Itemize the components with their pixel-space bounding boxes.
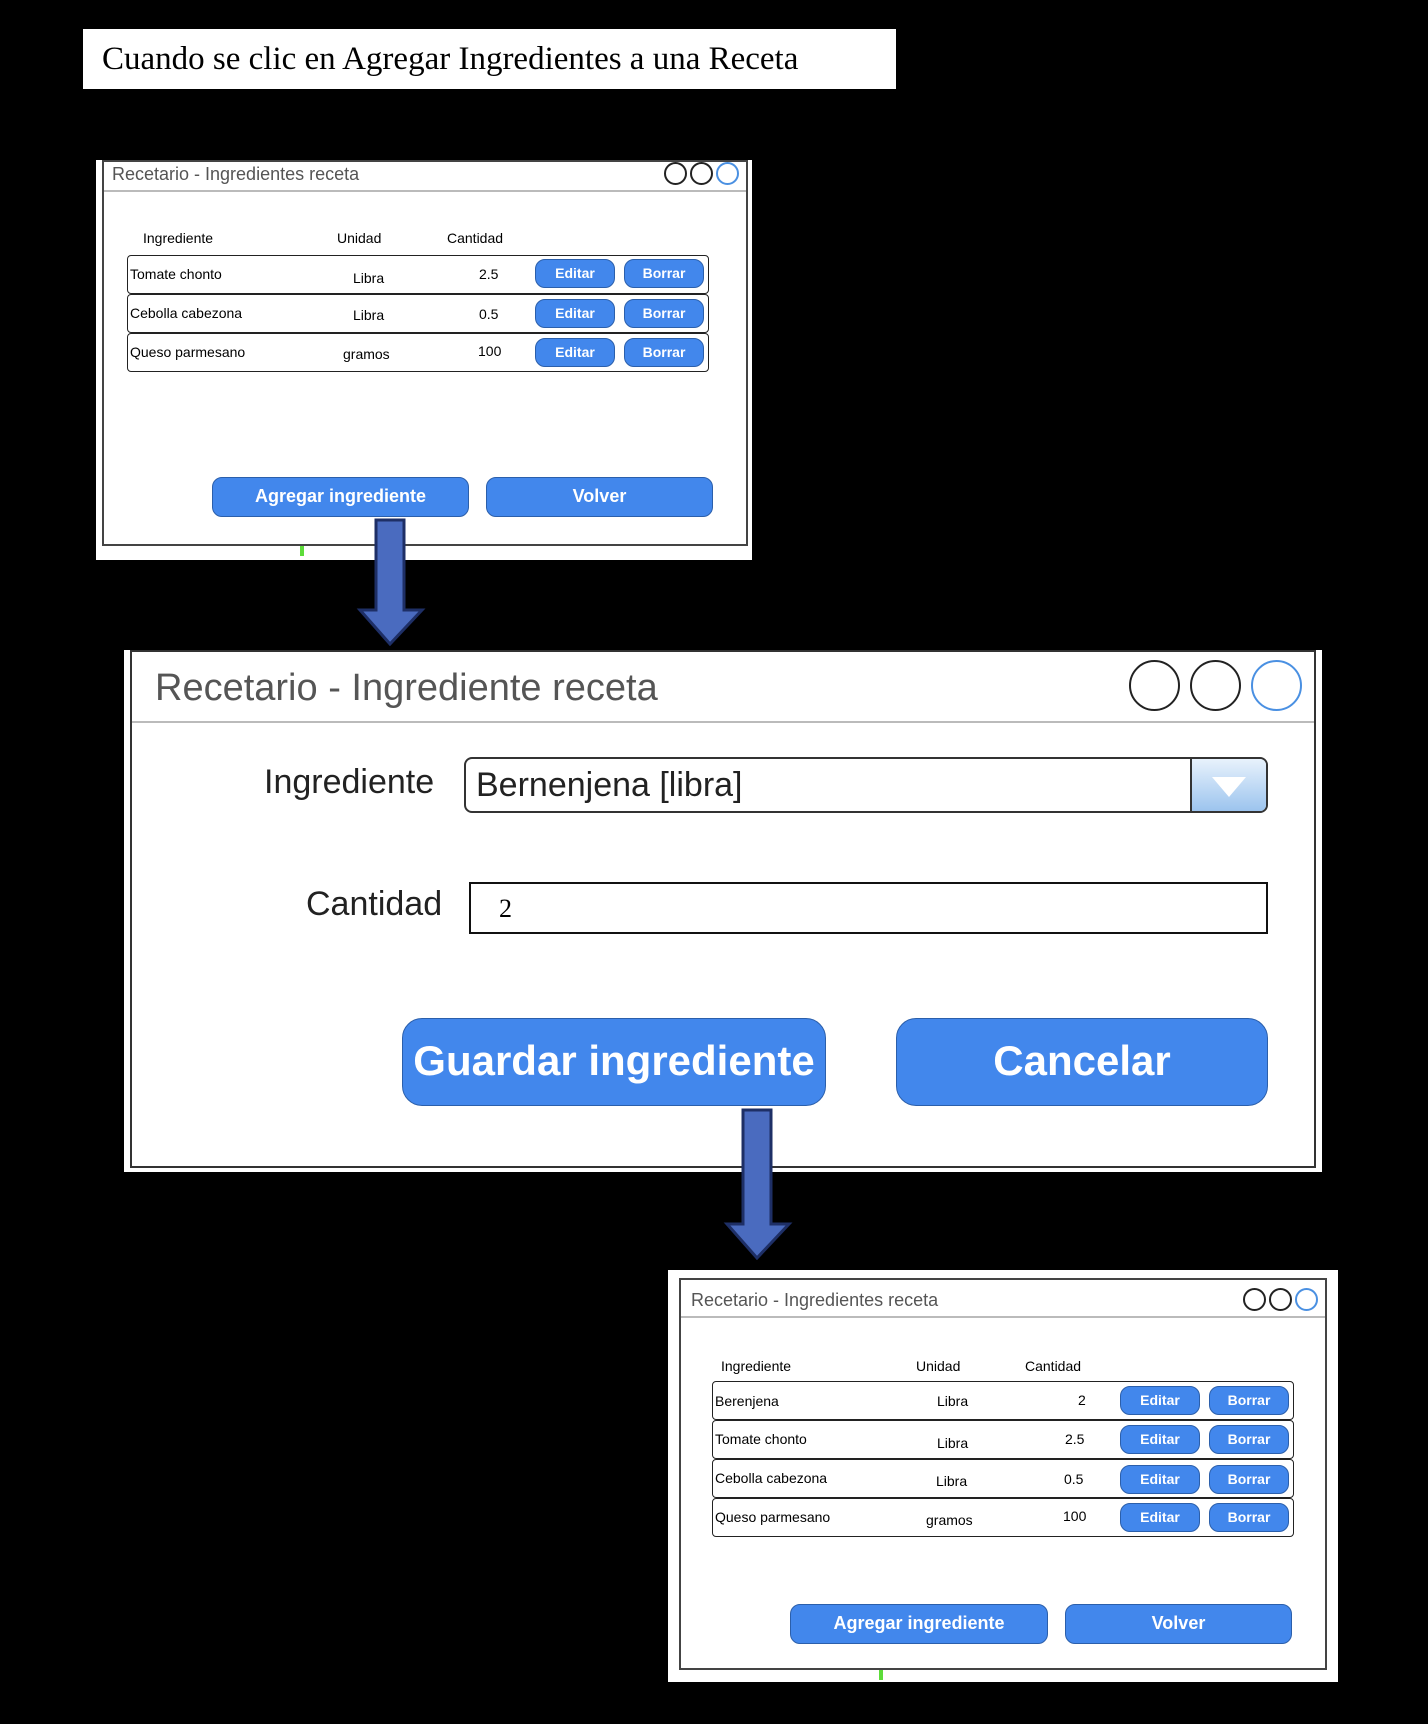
- delete-button[interactable]: Borrar: [1209, 1503, 1289, 1532]
- edit-button[interactable]: Editar: [535, 299, 615, 328]
- column-header-unidad: Unidad: [337, 230, 382, 246]
- window-title: Recetario - Ingredientes receta: [112, 164, 360, 184]
- window-frame: [102, 160, 748, 546]
- window-title: Recetario - Ingrediente receta: [155, 667, 658, 709]
- column-header-unidad: Unidad: [916, 1358, 961, 1374]
- window-control-icon[interactable]: [1251, 660, 1302, 711]
- window-control-icon[interactable]: [1190, 660, 1241, 711]
- dropdown-arrow-icon[interactable]: [1190, 759, 1266, 811]
- green-marker: [879, 1670, 883, 1680]
- cell-ingrediente: Tomate chonto: [130, 266, 222, 282]
- cell-ingrediente: Cebolla cabezona: [130, 305, 243, 321]
- column-header-ingrediente: Ingrediente: [721, 1358, 792, 1374]
- cell-cantidad: 2: [1078, 1392, 1086, 1408]
- table-row: Berenjena Libra 2 Editar Borrar: [712, 1381, 1294, 1420]
- cell-cantidad: 100: [1063, 1508, 1087, 1524]
- ingrediente-select[interactable]: Bernenjena [libra]: [464, 757, 1268, 813]
- delete-button[interactable]: Borrar: [1209, 1386, 1289, 1415]
- column-header-cantidad: Cantidad: [1025, 1358, 1082, 1374]
- cell-unidad: Libra: [353, 270, 385, 286]
- edit-button[interactable]: Editar: [1120, 1503, 1200, 1532]
- table-row: Queso parmesano gramos 100 Editar Borrar: [127, 333, 709, 372]
- cancel-button[interactable]: Cancelar: [896, 1018, 1268, 1106]
- back-button[interactable]: Volver: [1065, 1604, 1292, 1644]
- window-ingredientes-receta-after: Recetario - Ingredientes receta Ingredie…: [668, 1270, 1338, 1682]
- window-frame: [679, 1278, 1327, 1670]
- ingrediente-label: Ingrediente: [264, 763, 435, 801]
- cell-ingrediente: Cebolla cabezona: [715, 1470, 828, 1486]
- window-ingrediente-receta-form: Recetario - Ingrediente receta Ingredien…: [124, 650, 1322, 1172]
- cell-unidad: gramos: [343, 346, 390, 362]
- cell-ingrediente: Tomate chonto: [715, 1431, 807, 1447]
- cell-unidad: Libra: [937, 1435, 969, 1451]
- cell-unidad: Libra: [937, 1393, 969, 1409]
- edit-button[interactable]: Editar: [535, 338, 615, 367]
- window-control-icon[interactable]: [664, 162, 687, 185]
- delete-button[interactable]: Borrar: [624, 259, 704, 288]
- delete-button[interactable]: Borrar: [624, 338, 704, 367]
- add-ingredient-button[interactable]: Agregar ingrediente: [212, 477, 469, 517]
- cell-cantidad: 0.5: [1064, 1471, 1084, 1487]
- cell-unidad: Libra: [936, 1473, 968, 1489]
- title-divider: [681, 1316, 1325, 1318]
- table-row: Tomate chonto Libra 2.5 Editar Borrar: [712, 1420, 1294, 1459]
- window-ingredientes-receta-before: Recetario - Ingredientes receta Ingredie…: [96, 160, 752, 560]
- edit-button[interactable]: Editar: [1120, 1386, 1200, 1415]
- cell-cantidad: 2.5: [479, 266, 499, 282]
- table-row: Tomate chonto Libra 2.5 Editar Borrar: [127, 255, 709, 294]
- window-title: Recetario - Ingredientes receta: [691, 1290, 939, 1310]
- cell-ingrediente: Queso parmesano: [130, 344, 246, 360]
- back-button[interactable]: Volver: [486, 477, 713, 517]
- title-divider: [132, 721, 1314, 723]
- table-row: Cebolla cabezona Libra 0.5 Editar Borrar: [127, 294, 709, 333]
- cell-ingrediente: Queso parmesano: [715, 1509, 831, 1525]
- ingrediente-select-value: Bernenjena [libra]: [476, 766, 743, 804]
- cantidad-input[interactable]: 2: [469, 882, 1268, 934]
- window-control-icon[interactable]: [716, 162, 739, 185]
- table-row: Cebolla cabezona Libra 0.5 Editar Borrar: [712, 1459, 1294, 1498]
- delete-button[interactable]: Borrar: [1209, 1425, 1289, 1454]
- flow-arrow-icon: [723, 1108, 793, 1260]
- column-header-cantidad: Cantidad: [447, 230, 504, 246]
- green-marker: [300, 546, 304, 556]
- caption: Cuando se clic en Agregar Ingredientes a…: [83, 29, 896, 89]
- cell-unidad: gramos: [926, 1512, 973, 1528]
- window-control-icon[interactable]: [1269, 1288, 1292, 1311]
- save-ingredient-button[interactable]: Guardar ingrediente: [402, 1018, 826, 1106]
- window-control-icon[interactable]: [1295, 1288, 1318, 1311]
- delete-button[interactable]: Borrar: [1209, 1465, 1289, 1494]
- add-ingredient-button[interactable]: Agregar ingrediente: [790, 1604, 1048, 1644]
- cell-unidad: Libra: [353, 307, 385, 323]
- edit-button[interactable]: Editar: [1120, 1465, 1200, 1494]
- cell-cantidad: 100: [478, 343, 502, 359]
- cell-cantidad: 2.5: [1065, 1431, 1085, 1447]
- window-control-icon[interactable]: [1129, 660, 1180, 711]
- edit-button[interactable]: Editar: [1120, 1425, 1200, 1454]
- flow-arrow-icon: [356, 518, 426, 646]
- column-header-ingrediente: Ingrediente: [143, 230, 214, 246]
- window-control-icon[interactable]: [690, 162, 713, 185]
- cell-cantidad: 0.5: [479, 306, 499, 322]
- cell-ingrediente: Berenjena: [715, 1393, 779, 1409]
- table-row: Queso parmesano gramos 100 Editar Borrar: [712, 1498, 1294, 1537]
- window-control-icon[interactable]: [1243, 1288, 1266, 1311]
- edit-button[interactable]: Editar: [535, 259, 615, 288]
- window-frame: [130, 650, 1316, 1168]
- delete-button[interactable]: Borrar: [624, 299, 704, 328]
- cantidad-label: Cantidad: [306, 885, 443, 923]
- cantidad-input-value: 2: [499, 894, 512, 923]
- title-divider: [104, 190, 746, 192]
